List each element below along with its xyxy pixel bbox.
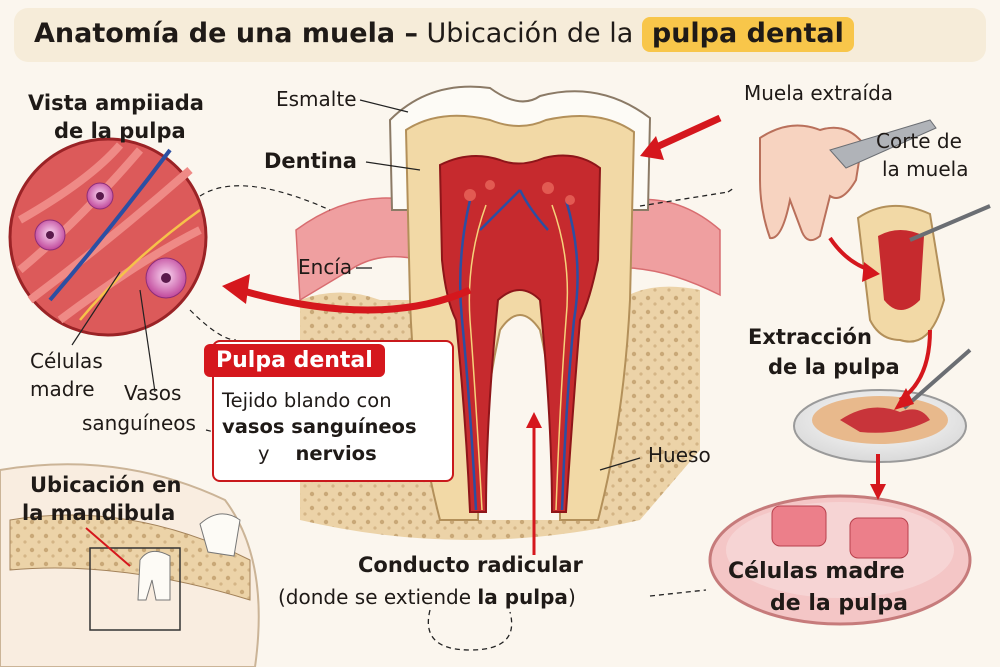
label-extracted: Muela extraída <box>744 81 894 105</box>
label-vessels-2: sanguíneos <box>82 411 196 435</box>
pulp-description: Tejido blando con vasos sanguíneos y nerv… <box>222 388 417 467</box>
label-vessels-1: Vasos <box>124 381 182 405</box>
pulp-line3-a: y <box>258 441 270 465</box>
pulp-heading: Pulpa dental <box>204 344 385 377</box>
label-stem-cells-result-2: de la pulpa <box>770 591 908 616</box>
mandible-heading-1: Ubicación en <box>30 473 182 497</box>
title-highlight: pulpa dental <box>641 17 854 52</box>
cut-tooth <box>856 204 991 343</box>
label-stem-cells-1: Células <box>30 349 103 373</box>
label-extraction-2: de la pulpa <box>768 355 900 379</box>
arrow-to-zoom <box>239 286 472 314</box>
extracted-tooth <box>759 119 937 242</box>
title-middle: Ubicación de la <box>426 18 634 49</box>
gum-tissue-right <box>629 198 721 297</box>
blood-vessel-blue <box>458 189 579 511</box>
zoom-heading-line1: Vista ampiiada <box>28 91 204 115</box>
gum-tissue <box>295 197 421 302</box>
label-cut-2: la muela <box>882 157 969 181</box>
root-canal-sub-highlight: la pulpa <box>477 585 568 609</box>
root-canal-sub: (donde se extiende la pulpa) <box>278 586 576 608</box>
zoom-heading-line2: de la pulpa <box>54 119 186 143</box>
pulp-dish <box>793 348 972 463</box>
label-cut-1: Corte de <box>876 129 962 153</box>
blood-vessel-red <box>468 204 569 511</box>
mandible-heading-2: la mandibula <box>22 501 176 525</box>
pulp-zoom-circle <box>8 137 208 337</box>
root-canal-sub-prefix: (donde se extiende <box>278 585 472 609</box>
pulp-line3-b: nervios <box>295 441 377 465</box>
label-gum: Encía <box>298 255 353 279</box>
mandible-inset <box>0 463 260 667</box>
pulp-line2: vasos sanguíneos <box>222 415 417 439</box>
label-enamel: Esmalte <box>276 87 357 111</box>
label-stem-cells-result-1: Células madre <box>728 559 905 584</box>
root-canal-heading: Conducto radicular <box>358 553 583 577</box>
pulp-line1: Tejido blando con <box>222 389 392 412</box>
label-dentin: Dentina <box>264 149 357 173</box>
page-title: Anatomía de una muela – Ubicación de la … <box>34 17 854 52</box>
title-prefix: Anatomía de una muela – <box>34 18 418 49</box>
label-extraction-1: Extracción <box>748 325 872 349</box>
pulp-line3: y nervios <box>222 441 417 467</box>
stem-cell-dish <box>708 494 972 626</box>
label-stem-cells-2: madre <box>30 377 95 401</box>
root-canal-sub-suffix: ) <box>567 585 576 609</box>
arrow-to-enamel <box>648 114 722 154</box>
label-bone: Hueso <box>648 443 711 467</box>
